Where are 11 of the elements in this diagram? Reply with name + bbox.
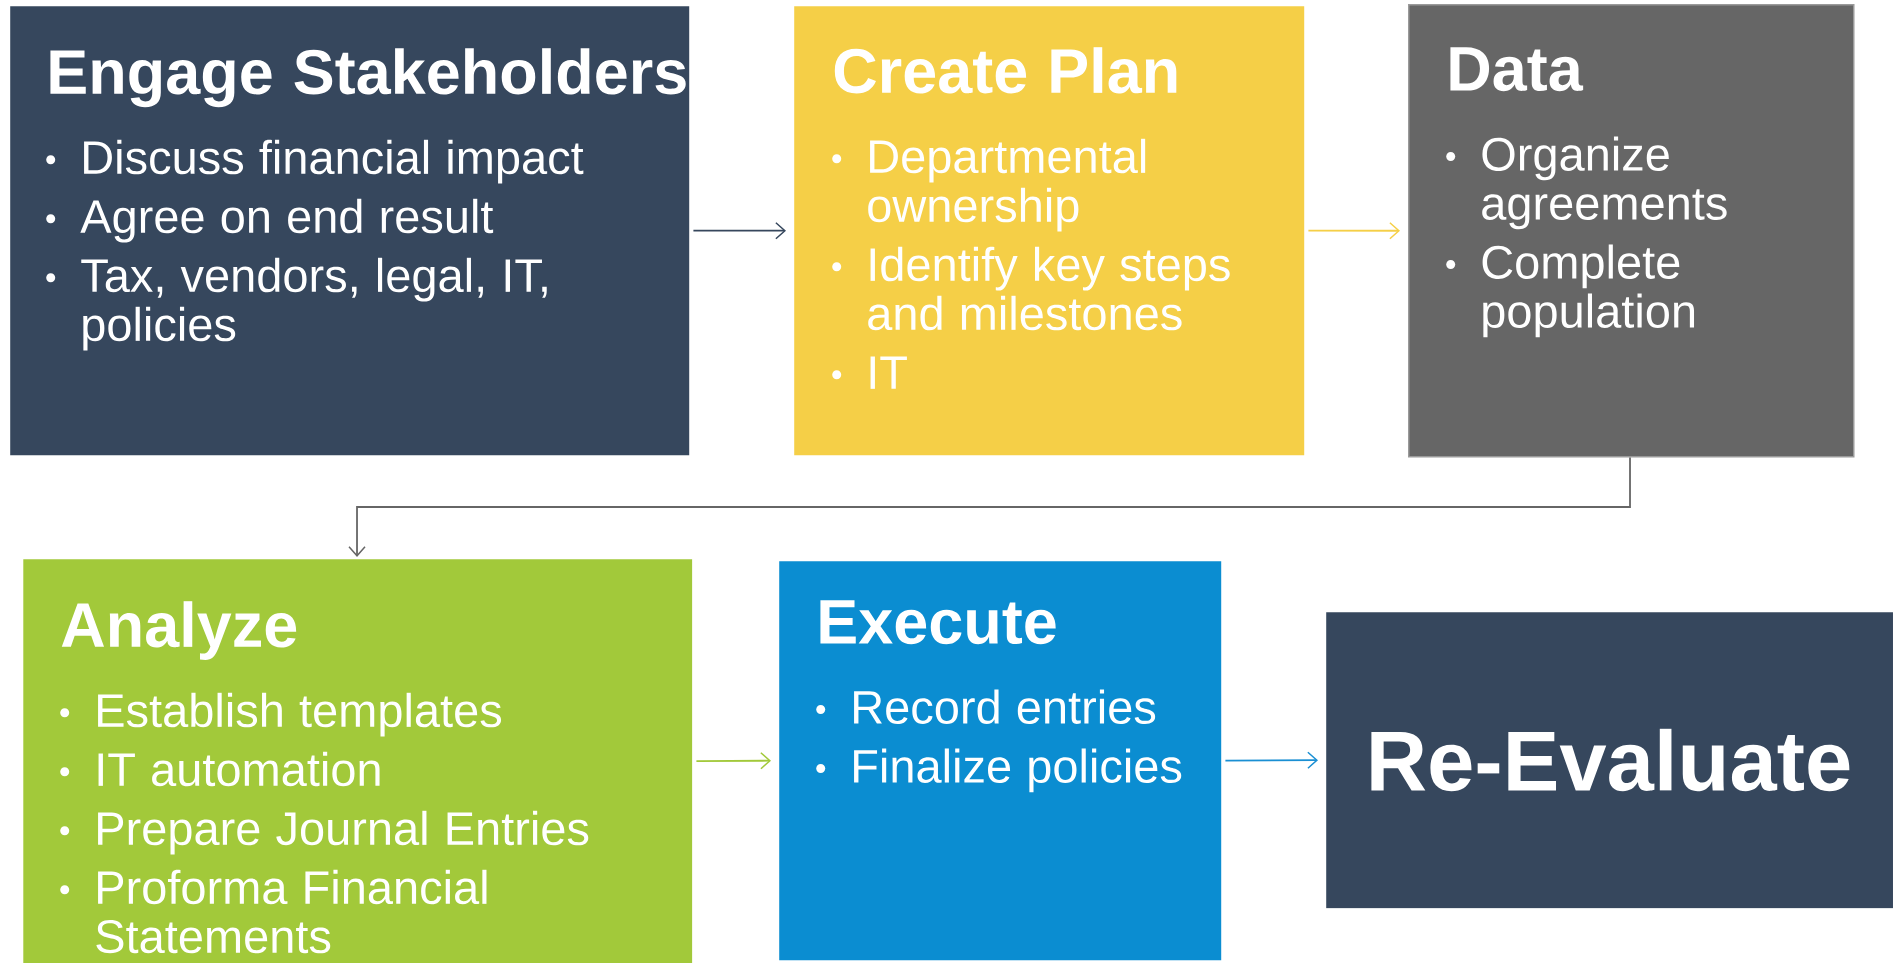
process-box: Engage Stakeholders Discuss financial impact Agree on end result Tax, vendors, legal, IT, policies [10,6,690,456]
arrow [692,221,786,240]
process-box: Analyze Establish templates IT automation Prepare Journal Entries Proforma Financial Statements [23,559,693,963]
arrow [1307,222,1400,240]
arrow [695,752,771,770]
process-box: Data Organize agreements Complete population [1408,4,1855,458]
arrow [348,456,1631,557]
arrow [1224,751,1318,769]
process-box: Create Plan Departmental ownership Identify key steps and milestones IT [794,6,1305,456]
process-box: Re-Evaluate [1326,612,1893,909]
process-box: Execute Record entries Finalize policies [779,561,1222,961]
